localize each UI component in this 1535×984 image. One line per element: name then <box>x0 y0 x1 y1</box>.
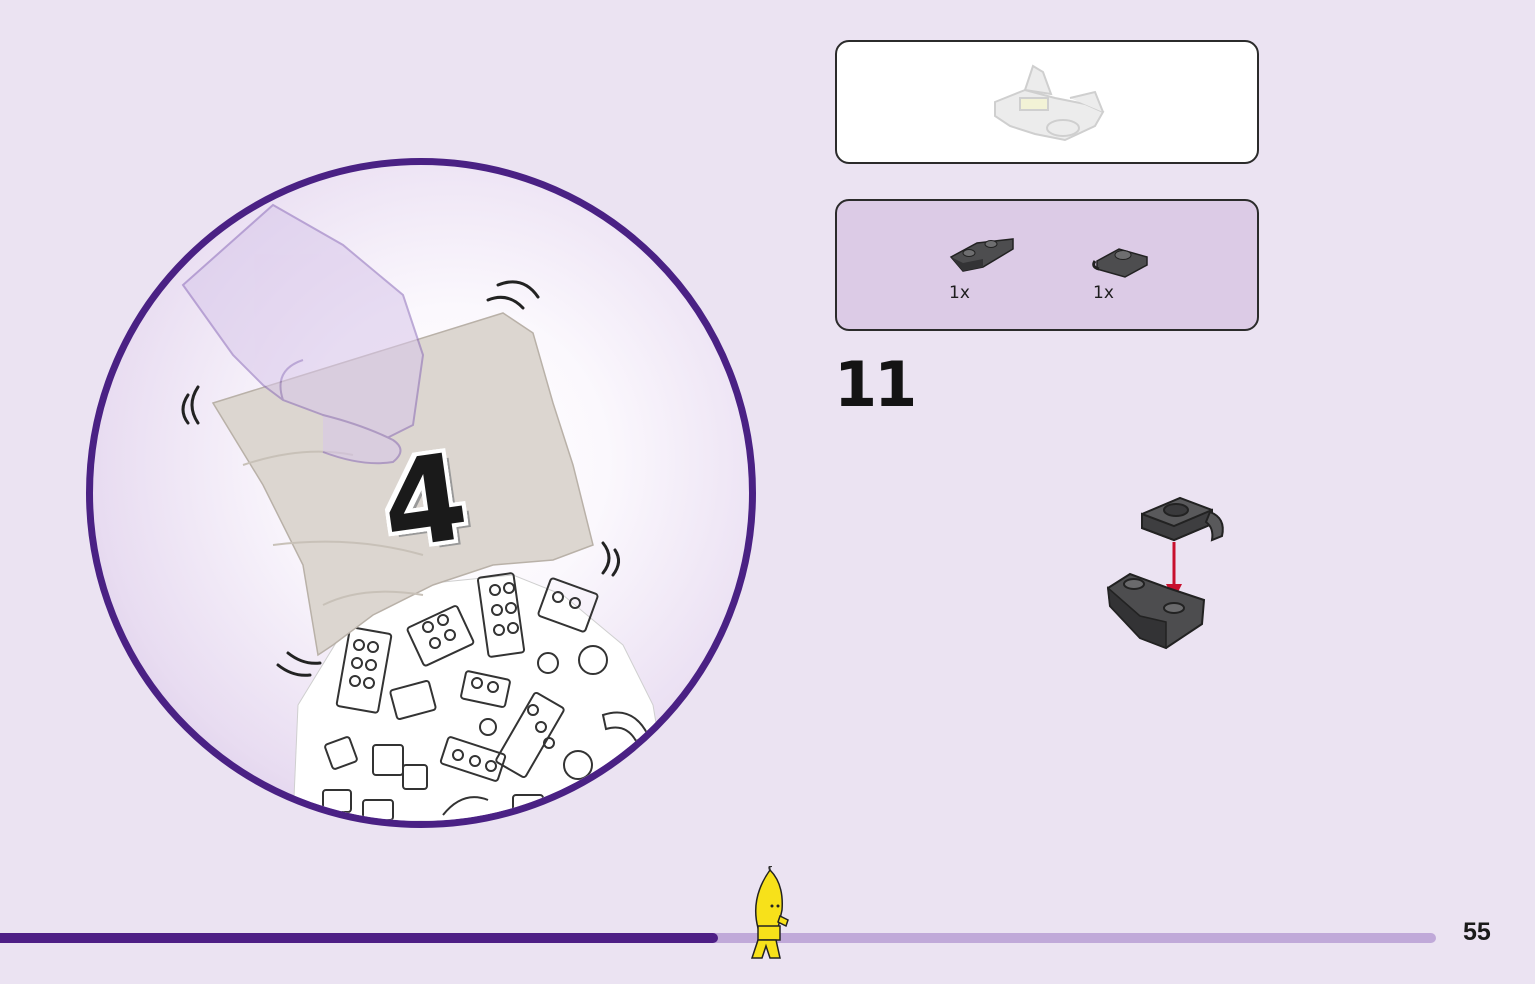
progress-track <box>0 933 1436 943</box>
parts-list: 1x 1x <box>835 199 1259 331</box>
curved-slope-plate-icon <box>949 238 1014 272</box>
submodel-preview <box>835 40 1259 164</box>
banana-guy-icon <box>750 866 789 959</box>
page-number: 55 <box>1463 918 1491 946</box>
part-quantity: 1x <box>949 283 970 303</box>
part-item-2: 1x <box>1091 227 1161 307</box>
step-number: 11 <box>834 348 917 421</box>
progress-fill <box>0 933 718 943</box>
part-item-1: 1x <box>947 227 1017 307</box>
part-quantity: 1x <box>1093 283 1114 303</box>
submodel-image <box>994 64 1105 142</box>
plate-with-clip-icon <box>1092 248 1148 278</box>
bag-illustration <box>181 203 664 821</box>
step-assembly-image <box>1106 496 1224 650</box>
bag-circle: 4 <box>86 158 756 828</box>
